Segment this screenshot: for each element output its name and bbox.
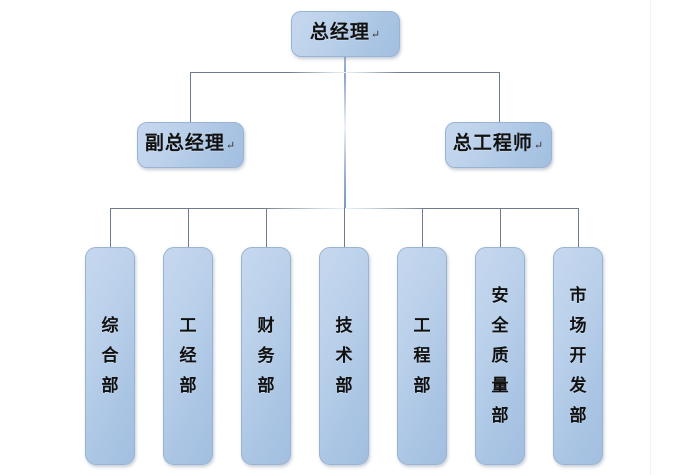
connector-drop-dept-3 [266,208,267,248]
return-mark-icon: ↵ [533,140,545,152]
connector-drop-dept-2 [188,208,189,248]
connector-drop-chief-engineer [499,72,500,122]
page-margin-line [650,0,651,475]
node-general-manager[interactable]: 总经理↵ [291,11,400,57]
connector-stem-gm-to-departments [344,57,346,209]
connector-drop-dept-1 [110,208,111,248]
node-dept-safety-quality[interactable]: 安 全 质 量 部 [475,247,525,465]
node-dept-general-affairs-label: 综 合 部 [101,316,119,395]
connector-drop-dept-6 [500,208,501,248]
node-dept-technology-label: 技 术 部 [335,316,353,395]
connector-drop-deputy-gm [190,72,191,122]
node-dept-general-affairs[interactable]: 综 合 部 [85,247,135,465]
node-deputy-general-manager-label: 副总经理↵ [144,133,237,154]
node-dept-engineering-economics[interactable]: 工 经 部 [163,247,213,465]
node-dept-safety-quality-label: 安 全 质 量 部 [491,286,509,425]
node-dept-technology[interactable]: 技 术 部 [319,247,369,465]
node-dept-engineering-economics-label: 工 经 部 [179,316,197,395]
node-general-manager-label: 总经理↵ [309,22,382,43]
connector-drop-dept-4 [344,208,345,248]
connector-drop-dept-5 [422,208,423,248]
return-mark-icon: ↵ [370,29,382,41]
node-dept-finance-label: 财 务 部 [257,316,275,395]
node-dept-finance[interactable]: 财 务 部 [241,247,291,465]
node-chief-engineer[interactable]: 总工程师↵ [445,122,552,168]
node-dept-engineering[interactable]: 工 程 部 [397,247,447,465]
node-dept-market-development-label: 市 场 开 发 部 [569,286,587,425]
connector-drop-dept-7 [578,208,579,248]
node-chief-engineer-label: 总工程师↵ [452,133,545,154]
node-dept-engineering-label: 工 程 部 [413,316,431,395]
connector-rail-level2 [190,72,500,73]
return-mark-icon: ↵ [225,140,237,152]
node-deputy-general-manager[interactable]: 副总经理↵ [137,122,244,168]
node-dept-market-development[interactable]: 市 场 开 发 部 [553,247,603,465]
